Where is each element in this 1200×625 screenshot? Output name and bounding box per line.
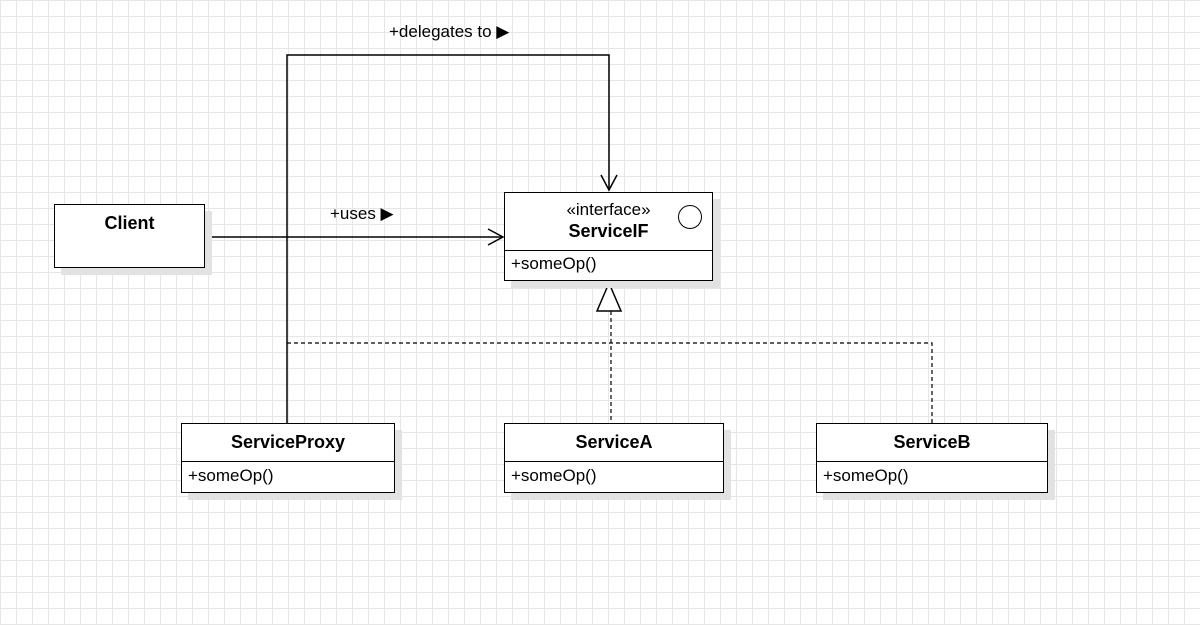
serviceif-interface[interactable]: «interface» ServiceIF +someOp() [504, 192, 713, 281]
servicea-operations: +someOp() [505, 461, 723, 491]
servicea-name: ServiceA [575, 432, 653, 452]
serviceif-name: ServiceIF [568, 221, 649, 241]
serviceb-operations: +someOp() [817, 461, 1047, 491]
serviceproxy-name: ServiceProxy [230, 432, 346, 452]
delegates-association-line [286, 54, 610, 424]
serviceif-operations: +someOp() [505, 250, 712, 280]
interface-stereotype: «interface» [566, 200, 651, 219]
servicea-class[interactable]: ServiceA +someOp() [504, 423, 724, 493]
client-class[interactable]: Client [54, 204, 205, 268]
uses-arrowhead [487, 228, 505, 246]
serviceb-class[interactable]: ServiceB +someOp() [816, 423, 1048, 493]
serviceproxy-class[interactable]: ServiceProxy +someOp() [181, 423, 395, 493]
uses-label: +uses ▶ [330, 204, 394, 223]
realization-branch-line [287, 342, 933, 424]
interface-lollipop-icon [678, 205, 702, 229]
serviceb-name: ServiceB [893, 432, 971, 452]
realization-triangle [595, 281, 623, 312]
client-class-name: Client [104, 213, 155, 233]
serviceif-header: «interface» ServiceIF [505, 193, 712, 250]
delegates-label: +delegates to ▶ [389, 22, 510, 41]
serviceproxy-operations: +someOp() [182, 461, 394, 491]
delegates-arrowhead [600, 174, 618, 192]
